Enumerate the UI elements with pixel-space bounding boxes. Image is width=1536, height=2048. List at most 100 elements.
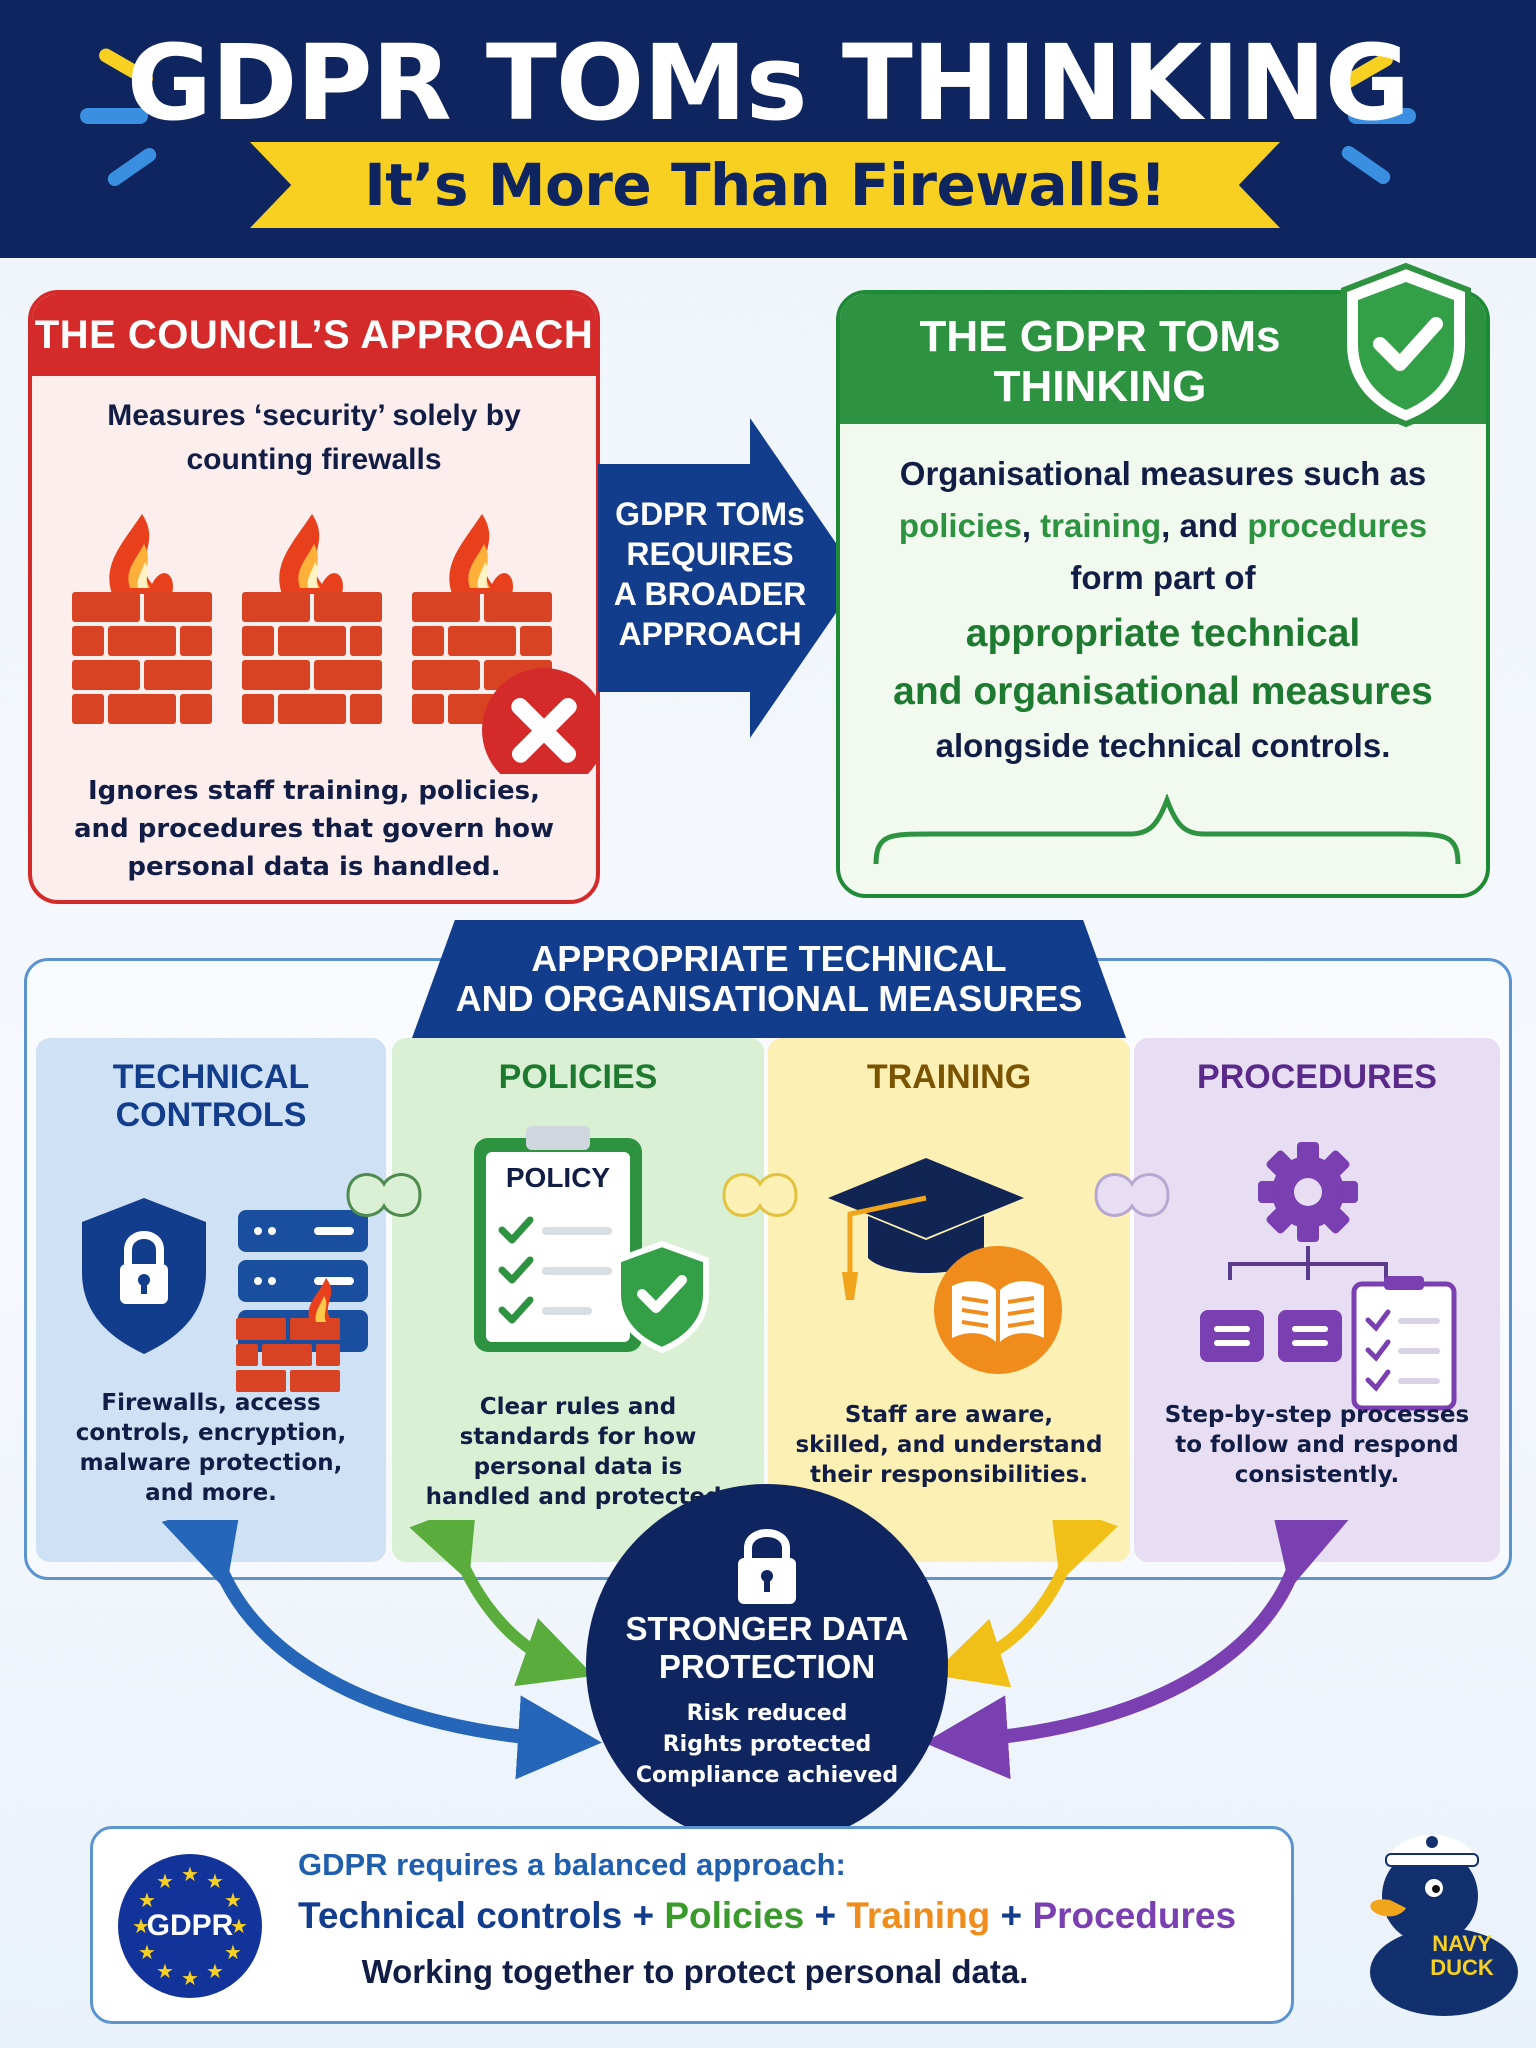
council-consequence: Ignores staff training, policies, and pr… xyxy=(32,772,596,886)
keyword-policies: policies xyxy=(898,507,1022,544)
council-consequence-line: and procedures that govern how xyxy=(74,814,554,844)
outcome-line: Rights protected xyxy=(662,1732,872,1757)
footer-formula: Technical controls + Policies + Training… xyxy=(298,1895,1236,1937)
formula-plus: + xyxy=(990,1895,1033,1936)
left-sparkle-icon xyxy=(80,48,157,187)
subtitle-ribbon: It’s More Than Firewalls! xyxy=(250,142,1280,228)
stronger-protection-circle: STRONGER DATA PROTECTION Risk reduced Ri… xyxy=(586,1484,948,1846)
council-desc-line: Measures ‘security’ solely by xyxy=(107,399,521,432)
svg-text:★: ★ xyxy=(224,1940,242,1964)
svg-text:★: ★ xyxy=(138,1940,156,1964)
procedures-illustration xyxy=(1200,1142,1457,1411)
technical-desc-line: controls, encryption, xyxy=(75,1420,347,1446)
council-approach-panel: THE COUNCIL’S APPROACH Measures ‘securit… xyxy=(28,290,600,904)
training-illustration xyxy=(828,1158,1062,1374)
shield-check-icon xyxy=(615,1240,709,1354)
keyword-separator: , and xyxy=(1161,507,1248,544)
firewalls-illustration xyxy=(72,514,596,774)
arrow-label-line: REQUIRES xyxy=(626,536,794,572)
measures-heading-tab: APPROPRIATE TECHNICAL AND ORGANISATIONAL… xyxy=(412,920,1126,1038)
outcome-title-line: PROTECTION xyxy=(658,1648,876,1685)
stronger-protection-outcomes: Risk reduced Rights protected Compliance… xyxy=(586,1698,948,1791)
firewall-fire-icon xyxy=(242,514,382,724)
svg-text:★: ★ xyxy=(138,1888,156,1912)
svg-text:★: ★ xyxy=(230,1914,248,1938)
formula-plus: + xyxy=(804,1895,847,1936)
firewall-icon xyxy=(236,1278,340,1392)
svg-text:★: ★ xyxy=(156,1869,174,1893)
clipboard-icon xyxy=(474,1126,642,1352)
keyword-procedures: procedures xyxy=(1247,507,1428,544)
technical-title-line: CONTROLS xyxy=(115,1096,307,1134)
stronger-protection-title: STRONGER DATA PROTECTION xyxy=(586,1610,948,1686)
training-desc-line: their responsibilities. xyxy=(809,1462,1089,1488)
training-column: TRAINING Staff are aware, skilled, and u… xyxy=(768,1038,1130,1562)
outcome-title-line: STRONGER DATA xyxy=(625,1610,909,1647)
arrow-label-line: GDPR TOMs xyxy=(615,496,805,532)
gdpr-toms-description: Organisational measures such as policies… xyxy=(840,448,1486,772)
svg-text:★: ★ xyxy=(206,1959,224,1983)
page-subtitle: It’s More Than Firewalls! xyxy=(364,151,1166,219)
svg-text:★: ★ xyxy=(224,1888,242,1912)
formula-policies: Policies xyxy=(664,1895,805,1936)
gdpr-toms-heading-line: THINKING xyxy=(993,362,1207,411)
training-title: TRAINING xyxy=(866,1058,1032,1096)
training-desc-line: skilled, and understand xyxy=(795,1432,1103,1458)
eu-gdpr-badge-icon: ★ ★ ★ ★ ★ ★ ★ ★ ★ ★ ★ ★ xyxy=(118,1854,262,1998)
council-consequence-line: Ignores staff training, policies, xyxy=(88,776,540,806)
shield-check-icon xyxy=(1341,262,1471,428)
convergence-arrows xyxy=(161,1520,1351,1780)
keyword-training: training xyxy=(1040,507,1162,544)
summary-footer: ★ ★ ★ ★ ★ ★ ★ ★ ★ ★ ★ ★ GDPR GDPR requir… xyxy=(90,1826,1294,2024)
graduation-cap-icon xyxy=(828,1158,1024,1300)
technical-arrow xyxy=(161,1520,602,1780)
procedures-column: PROCEDURES Step-by-step proce xyxy=(1134,1038,1500,1562)
policy-document-label: POLICY xyxy=(505,1162,611,1193)
training-arrow xyxy=(931,1520,1118,1688)
flowchart-icon xyxy=(1228,1246,1388,1280)
gdpr-toms-line: Organisational measures such as xyxy=(899,455,1427,492)
header-banner: GDPR TOMs THINKING It’s More Than Firewa… xyxy=(0,0,1536,258)
technical-controls-title: TECHNICAL CONTROLS xyxy=(36,1058,386,1134)
gdpr-toms-heading-line: THE GDPR TOMs xyxy=(919,312,1281,361)
technical-title-line: TECHNICAL xyxy=(112,1058,310,1096)
curly-brace-decoration xyxy=(873,794,1461,865)
header-decoration xyxy=(80,48,1416,187)
navy-duck-label: NAVY DUCK xyxy=(1412,1932,1512,1980)
cross-mark-icon xyxy=(482,668,596,774)
padlock-icon xyxy=(738,1529,796,1604)
svg-text:★: ★ xyxy=(132,1914,150,1938)
gdpr-badge-label: GDPR xyxy=(146,1909,234,1942)
svg-text:★: ★ xyxy=(156,1959,174,1983)
lock-shield-icon xyxy=(82,1198,206,1354)
gdpr-toms-highlight: and organisational measures xyxy=(893,670,1433,713)
broader-approach-arrow xyxy=(598,418,860,738)
measures-heading-line: AND ORGANISATIONAL MEASURES xyxy=(455,978,1083,1019)
gdpr-toms-line: alongside technical controls. xyxy=(935,727,1391,764)
policies-column: POLICIES POLICY Clear rules and standard… xyxy=(392,1038,764,1562)
procedures-title: PROCEDURES xyxy=(1197,1058,1437,1096)
formula-plus: + xyxy=(622,1895,665,1936)
procedures-desc-line: to follow and respond xyxy=(1175,1432,1459,1458)
outcome-line: Risk reduced xyxy=(686,1701,848,1726)
checklist-icon xyxy=(1351,1276,1457,1411)
policies-arrow xyxy=(409,1520,594,1687)
puzzle-connector-icon xyxy=(1094,1173,1170,1217)
keyword-separator: , xyxy=(1021,507,1041,544)
formula-procedures: Procedures xyxy=(1032,1895,1237,1936)
technical-controls-description: Firewalls, access controls, encryption, … xyxy=(46,1388,376,1508)
svg-text:★: ★ xyxy=(206,1869,224,1893)
technical-illustration xyxy=(82,1198,368,1392)
procedures-desc-line: Step-by-step processes xyxy=(1164,1402,1470,1428)
right-sparkle-icon xyxy=(1339,52,1416,185)
footer-lead: GDPR requires a balanced approach: xyxy=(298,1847,846,1882)
policies-description: Clear rules and standards for how person… xyxy=(402,1392,754,1512)
technical-desc-line: Firewalls, access xyxy=(101,1390,321,1416)
gdpr-toms-heading: THE GDPR TOMs THINKING xyxy=(870,312,1330,412)
formula-technical: Technical controls xyxy=(298,1895,623,1936)
gdpr-toms-highlight: appropriate technical xyxy=(965,612,1361,655)
technical-controls-column: TECHNICAL CONTROLS Firewalls, ac xyxy=(36,1038,386,1562)
policies-desc-line: personal data is xyxy=(473,1454,683,1480)
council-desc-line: counting firewalls xyxy=(186,443,442,476)
outcome-line: Compliance achieved xyxy=(635,1763,899,1788)
